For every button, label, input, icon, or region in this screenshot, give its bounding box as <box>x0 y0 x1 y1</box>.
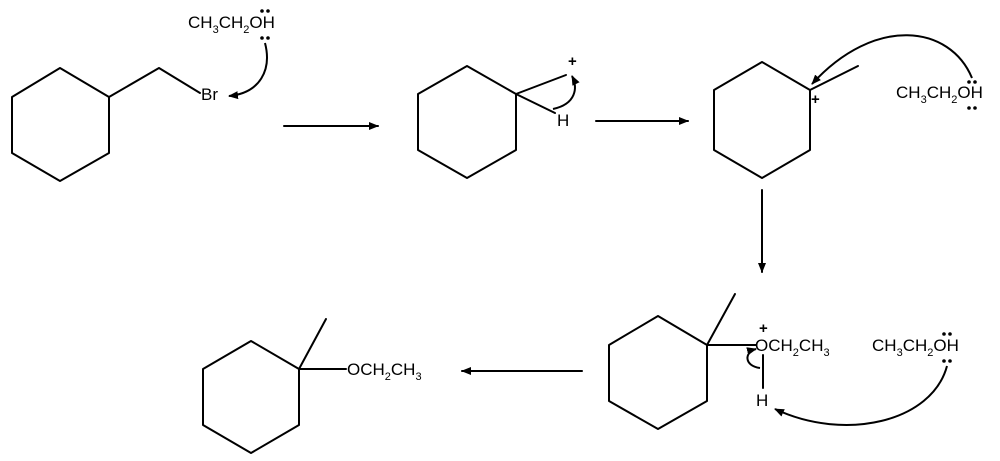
oxonium-ion: + OCH2CH3 H <box>608 293 830 430</box>
ethoxy-label: OCH2CH3 <box>347 360 422 383</box>
tertiary-carbocation: + <box>713 61 859 179</box>
methyl-bond-3 <box>809 65 859 91</box>
methyl-bond-5 <box>298 318 327 370</box>
cation-charge-2: + <box>568 53 577 70</box>
bond-electron-arrow <box>746 347 761 369</box>
ethanol-nucleophile-2: CH3CH2OH <box>811 34 983 110</box>
cyclohexane-ring-5 <box>202 340 300 454</box>
cyclohexane-ring-1 <box>11 67 110 182</box>
ch2-bond <box>515 74 567 95</box>
oxonium-charge: + <box>759 320 768 337</box>
ethanol-label-2: CH3CH2OH <box>896 83 983 106</box>
hydrogen-label-2: H <box>557 111 569 130</box>
primary-carbocation: + H <box>417 53 580 179</box>
cyclohexane-ring-3 <box>713 61 811 179</box>
cyclohexane-ring-4 <box>608 315 708 430</box>
oxonium-label: OCH2CH3 <box>755 336 830 359</box>
electron-arrow-1 <box>228 42 268 100</box>
ch2-br-bond <box>108 67 201 98</box>
ethanol-base: CH3CH2OH <box>774 332 959 426</box>
ether-product: OCH2CH3 <box>202 318 422 454</box>
deprotonation-arrow <box>774 365 948 426</box>
electron-arrow-2 <box>811 34 973 85</box>
hydrogen-label-4: H <box>756 391 768 410</box>
hydride-shift-arrow <box>552 75 580 110</box>
c-h-bond <box>515 93 556 114</box>
bromomethylcyclohexane: Br <box>11 67 218 182</box>
cation-charge-3: + <box>811 91 820 108</box>
ethanol-nucleophile-1: CH3CH2OH <box>188 9 275 100</box>
methyl-bond-4 <box>706 293 736 346</box>
cyclohexane-ring-2 <box>417 65 517 179</box>
bromine-label: Br <box>201 85 218 104</box>
ethanol-label-3: CH3CH2OH <box>872 336 959 359</box>
ethanol-label-1: CH3CH2OH <box>188 13 275 36</box>
